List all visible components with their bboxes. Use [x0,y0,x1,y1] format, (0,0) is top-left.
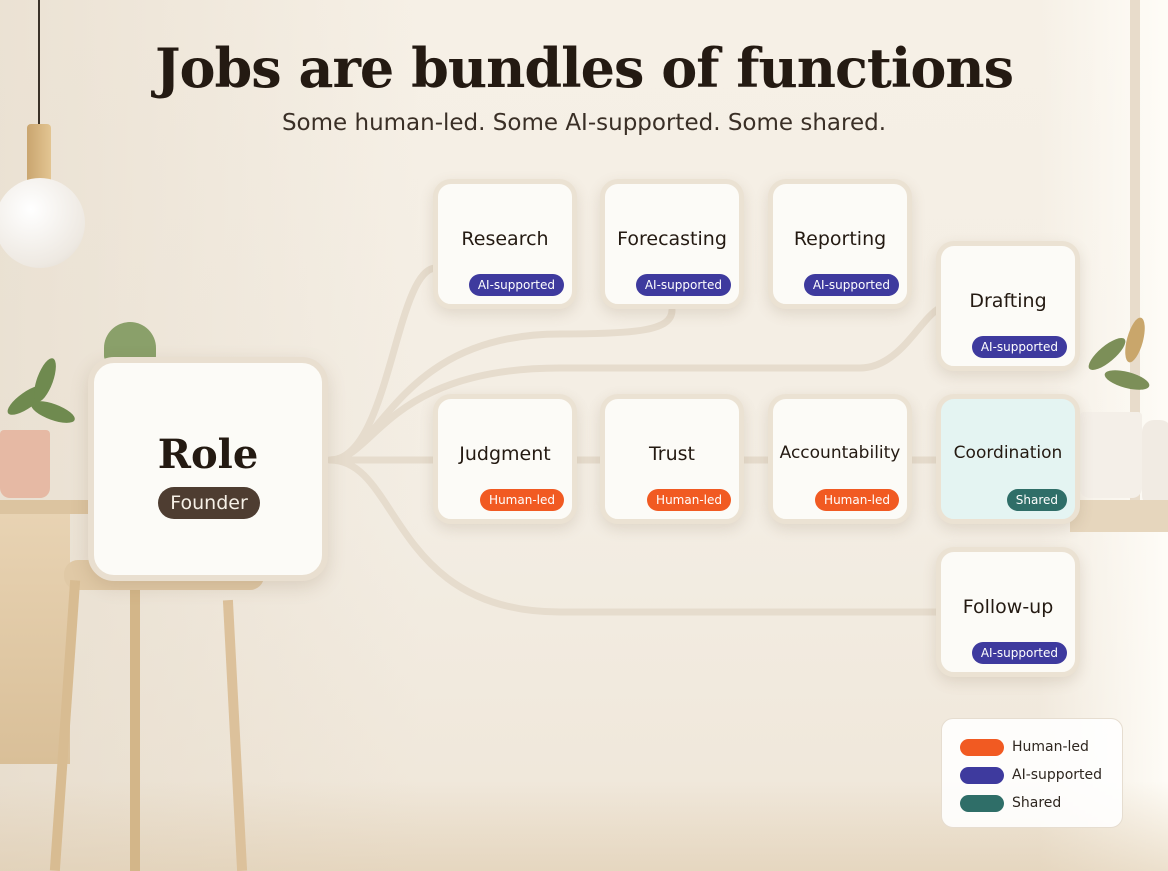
function-badge: AI-supported [468,274,564,296]
function-name: Accountability [779,443,901,463]
function-name: Coordination [953,443,1063,463]
function-name: Drafting [969,290,1047,312]
function-card-reporting[interactable]: Reporting AI-supported [768,179,912,309]
pendant-lamp-icon [0,178,85,268]
connector-drafting [326,304,944,464]
function-badge: AI-supported [803,274,899,296]
plant-pot-right [1080,412,1142,498]
chair-leg [130,590,140,871]
function-card-forecasting[interactable]: Forecasting AI-supported [600,179,744,309]
function-card-research[interactable]: Research AI-supported [433,179,577,309]
legend-label: Shared [1012,795,1062,811]
function-badge: Shared [1006,489,1067,511]
connector-follow-up [326,456,944,616]
legend-swatch [960,767,1004,784]
function-card-coordination[interactable]: Coordination Shared [936,394,1080,524]
function-badge: AI-supported [971,642,1067,664]
function-badge: AI-supported [971,336,1067,358]
function-card-drafting[interactable]: Drafting AI-supported [936,241,1080,371]
lamp-cap [27,124,51,182]
page-subtitle: Some human-led. Some AI-supported. Some … [281,110,887,136]
connector-research [326,264,440,464]
legend-swatch [960,795,1004,812]
function-badge: Human-led [480,489,564,511]
legend-label: Human-led [1012,739,1089,755]
function-card-accountability[interactable]: Accountability Human-led [768,394,912,524]
legend: Human-led AI-supported Shared [941,718,1123,828]
role-label-badge: Founder [158,487,260,519]
cactus-icon [104,322,156,362]
plant-pot-left [0,430,50,498]
desk-top [0,500,90,514]
desk-body [0,514,70,764]
function-card-follow-up[interactable]: Follow-up AI-supported [936,547,1080,677]
function-name: Forecasting [617,228,727,250]
role-card[interactable]: Role Founder [88,357,328,581]
role-title: Role [157,431,259,478]
legend-swatch [960,739,1004,756]
window-frame [1130,0,1140,520]
function-name: Research [461,228,549,250]
lamp-cord [38,0,40,128]
function-name: Judgment [459,443,551,465]
shelf-right [1070,500,1168,532]
page-title: Jobs are bundles of functions [154,36,1014,100]
vase-right [1142,420,1168,504]
function-card-judgment[interactable]: Judgment Human-led [433,394,577,524]
function-name: Follow-up [962,596,1054,618]
function-badge: AI-supported [635,274,731,296]
function-badge: Human-led [815,489,899,511]
function-name: Reporting [793,228,887,250]
legend-label: AI-supported [1012,767,1103,783]
function-badge: Human-led [647,489,731,511]
function-card-trust[interactable]: Trust Human-led [600,394,744,524]
function-name: Trust [648,443,695,465]
